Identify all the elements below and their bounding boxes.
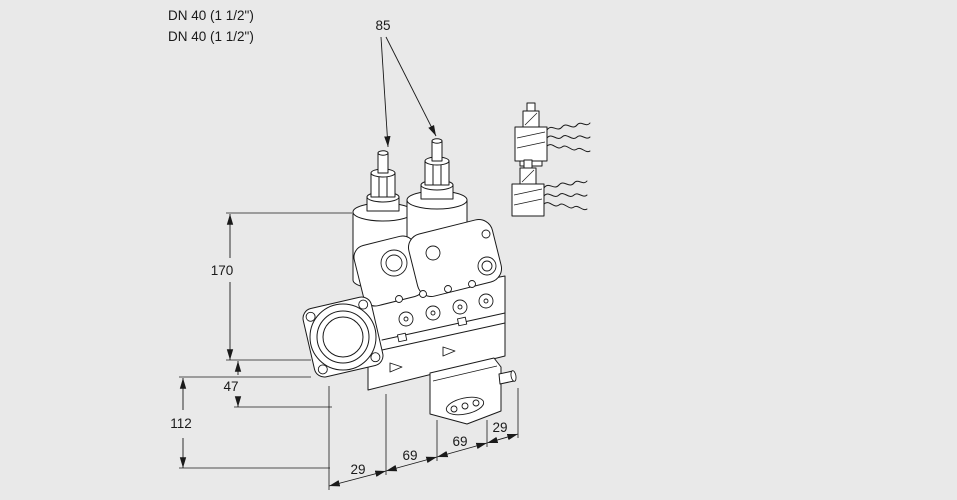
dim-69-left-label: 69 <box>402 448 417 463</box>
dimension-bottom-chain: 29 69 69 29 <box>328 386 519 490</box>
flow-direction-arrow-left <box>389 362 403 373</box>
dim-47-label: 47 <box>223 379 238 394</box>
solenoid-connector-upper <box>514 102 591 167</box>
solenoid-connector-lower <box>511 159 588 217</box>
connector-cable-lower <box>543 180 588 211</box>
valve-plates <box>353 219 502 307</box>
dimension-112: 112 <box>170 376 330 469</box>
dimension-170: 170 <box>211 212 352 361</box>
dim-69-right-label: 69 <box>452 434 467 449</box>
dim-29-left-label: 29 <box>350 462 365 477</box>
dim-112-label: 112 <box>170 416 192 431</box>
dimension-85: 85 <box>375 18 437 148</box>
inlet-flange <box>302 296 384 378</box>
pipe-size-label-1: DN 40 (1 1/2") <box>168 8 254 23</box>
valve-illustration <box>302 102 591 425</box>
dim-85-label: 85 <box>375 18 390 33</box>
connector-cable-upper <box>546 122 591 153</box>
flow-direction-arrow-right <box>442 346 456 357</box>
dimension-47: 47 <box>223 361 332 408</box>
body-screws-and-ports <box>381 280 506 373</box>
dim-170-label: 170 <box>211 263 234 278</box>
pipe-size-label-2: DN 40 (1 1/2") <box>168 29 254 44</box>
pressure-regulator-block <box>429 357 517 425</box>
side-port <box>498 370 517 385</box>
dim-29-right-label: 29 <box>492 420 507 435</box>
